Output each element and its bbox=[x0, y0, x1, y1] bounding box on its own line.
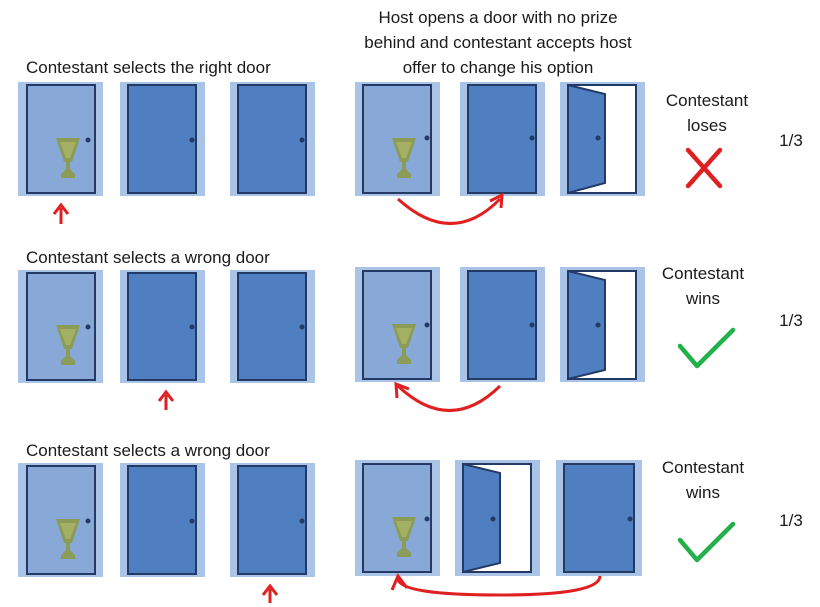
cross-icon bbox=[685, 147, 723, 189]
scenario-row-3: Contestant selects a wrong door bbox=[18, 441, 803, 603]
host-action-header: Host opens a door with no prize behind a… bbox=[364, 8, 632, 77]
scenario-3-caption: Contestant selects a wrong door bbox=[26, 441, 270, 460]
row-3-outcome-line-2: wins bbox=[685, 483, 720, 502]
row-3-after-door-1 bbox=[355, 460, 440, 576]
row-2-selection-arrow-icon bbox=[157, 389, 175, 410]
row-2-outcome-line-2: wins bbox=[685, 289, 720, 308]
scenario-1-caption: Contestant selects the right door bbox=[26, 58, 271, 77]
row-3-after-door-2-open bbox=[455, 460, 540, 576]
row-1-after-door-3-open bbox=[560, 82, 645, 196]
row-2-switch-arrow-icon bbox=[394, 381, 502, 412]
row-2-initial-door-3 bbox=[230, 270, 315, 383]
check-icon bbox=[677, 327, 736, 369]
row-3-outcome-line-1: Contestant bbox=[662, 458, 744, 477]
row-3-initial-door-3 bbox=[230, 463, 315, 577]
row-3-switch-arrow-icon bbox=[390, 573, 602, 597]
row-2-probability: 1/3 bbox=[779, 311, 803, 330]
row-1-after-door-1 bbox=[355, 82, 440, 196]
host-header-line-2: behind and contestant accepts host bbox=[364, 33, 632, 52]
row-1-switch-arrow-icon bbox=[396, 192, 504, 225]
row-3-after-door-3 bbox=[556, 460, 642, 576]
host-header-line-3: offer to change his option bbox=[403, 58, 594, 77]
row-1-selection-arrow-icon bbox=[52, 202, 70, 224]
row-2-after-door-1 bbox=[355, 267, 440, 382]
row-2-outcome-line-1: Contestant bbox=[662, 264, 744, 283]
row-3-probability: 1/3 bbox=[779, 511, 803, 530]
row-2-initial-door-2 bbox=[120, 270, 205, 383]
scenario-2-caption: Contestant selects a wrong door bbox=[26, 248, 270, 267]
row-3-initial-door-2 bbox=[120, 463, 205, 577]
row-2-after-door-3-open bbox=[560, 267, 645, 382]
row-1-outcome-line-2: loses bbox=[687, 116, 727, 135]
row-3-selection-arrow-icon bbox=[261, 583, 279, 603]
row-2-after-door-2 bbox=[460, 267, 545, 382]
scenario-row-1: Contestant selects the right door bbox=[18, 58, 803, 225]
row-3-initial-door-1 bbox=[18, 463, 103, 577]
host-header-line-1: Host opens a door with no prize bbox=[378, 8, 617, 27]
row-2-initial-door-1 bbox=[18, 270, 103, 383]
row-1-initial-door-1 bbox=[18, 82, 103, 196]
row-1-initial-door-3 bbox=[230, 82, 315, 196]
check-icon bbox=[677, 521, 736, 563]
scenario-row-2: Contestant selects a wrong door bbox=[18, 248, 803, 412]
row-1-initial-door-2 bbox=[120, 82, 205, 196]
row-1-probability: 1/3 bbox=[779, 131, 803, 150]
row-1-outcome-line-1: Contestant bbox=[666, 91, 748, 110]
row-1-after-door-2 bbox=[460, 82, 545, 196]
